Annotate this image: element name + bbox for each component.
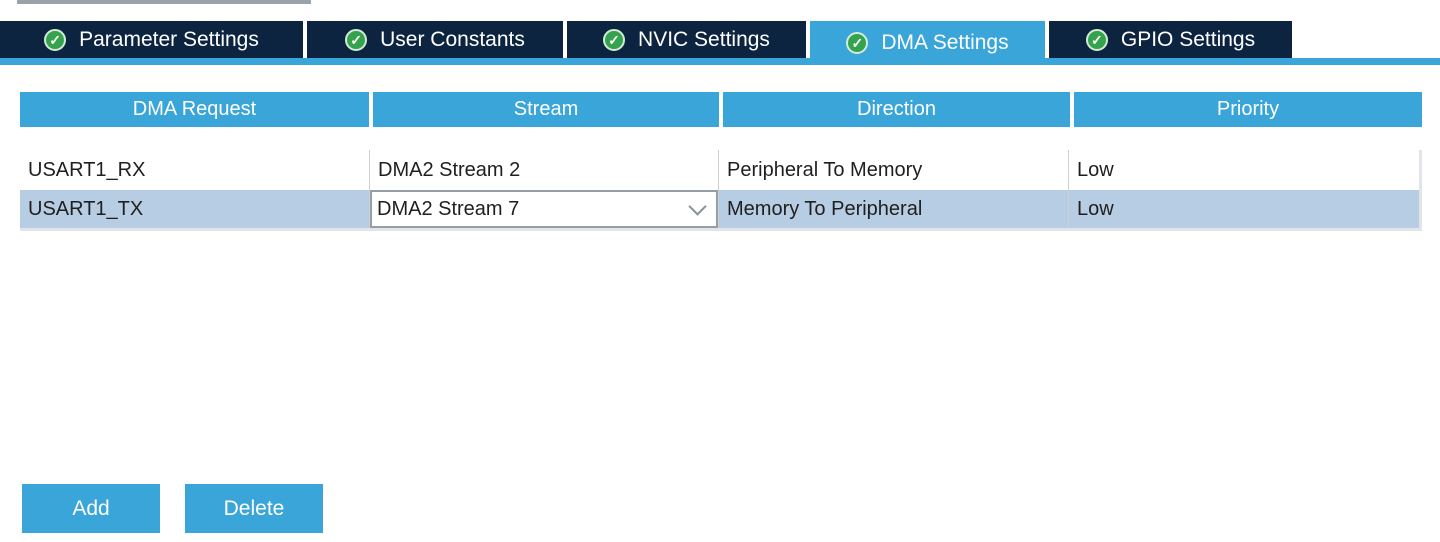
tab-label: Parameter Settings	[79, 27, 259, 51]
tab-user-constants[interactable]: ✓ User Constants	[307, 21, 563, 58]
cell-stream[interactable]: DMA2 Stream 2	[370, 150, 719, 190]
column-header-dma-request: DMA Request	[20, 92, 369, 127]
top-gray-bar	[17, 0, 311, 4]
tab-nvic-settings[interactable]: ✓ NVIC Settings	[567, 21, 806, 58]
stream-dropdown-value: DMA2 Stream 7	[377, 197, 520, 220]
tab-parameter-settings[interactable]: ✓ Parameter Settings	[0, 21, 303, 58]
cell-dma-request[interactable]: USART1_TX	[20, 190, 370, 228]
cell-stream: DMA2 Stream 7	[370, 190, 719, 228]
check-circle-icon: ✓	[44, 28, 67, 51]
column-header-priority: Priority	[1074, 92, 1422, 127]
check-circle-icon: ✓	[345, 28, 368, 51]
tab-label: User Constants	[380, 27, 525, 51]
cell-direction[interactable]: Memory To Peripheral	[719, 190, 1069, 228]
check-circle-icon: ✓	[603, 28, 626, 51]
tab-label: DMA Settings	[881, 31, 1009, 54]
check-circle-icon: ✓	[1085, 28, 1108, 51]
cell-dma-request[interactable]: USART1_RX	[20, 150, 370, 190]
stream-dropdown[interactable]: DMA2 Stream 7	[370, 190, 718, 228]
add-button[interactable]: Add	[22, 484, 160, 533]
cell-priority[interactable]: Low	[1077, 197, 1114, 220]
column-header-direction: Direction	[723, 92, 1070, 127]
dma-table-body: USART1_RX DMA2 Stream 2 Peripheral To Me…	[20, 150, 1422, 231]
delete-button[interactable]: Delete	[185, 484, 323, 533]
cell-priority[interactable]: Low	[1077, 158, 1114, 181]
tab-dma-settings[interactable]: ✓ DMA Settings	[810, 21, 1045, 65]
tab-accent-strip	[0, 58, 1440, 65]
chevron-down-icon	[688, 196, 707, 216]
tab-gpio-settings[interactable]: ✓ GPIO Settings	[1049, 21, 1292, 58]
tab-label: NVIC Settings	[638, 27, 770, 51]
cell-direction[interactable]: Peripheral To Memory	[719, 150, 1069, 190]
column-header-stream: Stream	[373, 92, 719, 127]
table-row-selected[interactable]: USART1_TX DMA2 Stream 7 Memory To Periph…	[20, 190, 1419, 228]
dma-table-header: DMA Request Stream Direction Priority	[20, 92, 1422, 127]
check-circle-icon: ✓	[846, 32, 869, 54]
tab-bar: ✓ Parameter Settings ✓ User Constants ✓ …	[0, 21, 1292, 65]
tab-label: GPIO Settings	[1120, 27, 1256, 51]
table-row[interactable]: USART1_RX DMA2 Stream 2 Peripheral To Me…	[20, 150, 1419, 190]
